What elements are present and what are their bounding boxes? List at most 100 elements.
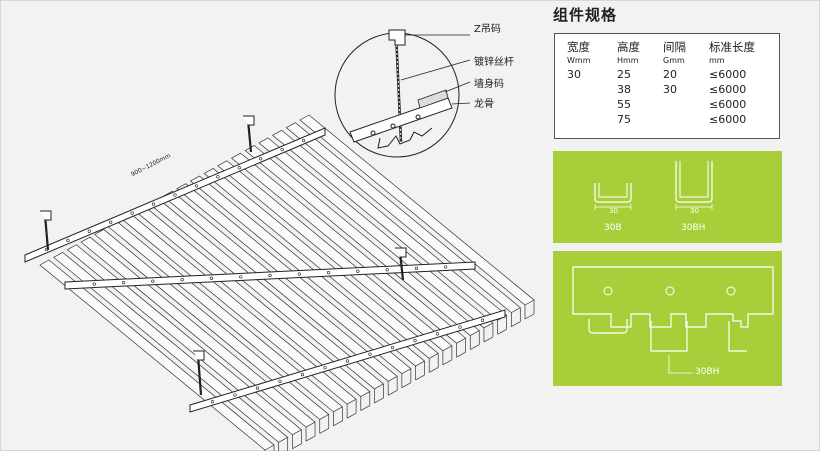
keel-hole (151, 279, 155, 283)
ceiling-installation-illustration (24, 29, 535, 451)
keel-hole (458, 325, 462, 329)
strip-end-edge (456, 351, 466, 358)
spec-header: 宽度 (567, 40, 590, 54)
keel-hole (444, 265, 448, 269)
keel-hole (194, 184, 199, 188)
profile-dim-a: 30 (609, 207, 618, 215)
callout-keel: 龙骨 (474, 99, 494, 110)
callout-wall-clip: 墙身码 (474, 79, 504, 90)
strip-end-edge (470, 344, 480, 350)
profile-dim-b: 30 (690, 207, 699, 215)
keel-drawing (572, 266, 774, 374)
spec-unit: Hmm (617, 56, 639, 65)
strip-end-edge (319, 428, 329, 434)
spec-header: 间隔 (663, 40, 686, 54)
profile-drawings (594, 161, 713, 210)
profile-label-b: 30BH (681, 223, 706, 233)
keel-rail (64, 261, 476, 290)
spec-cell: 75 (617, 113, 631, 126)
keel-hole (92, 282, 96, 286)
keel-hole (297, 272, 301, 276)
keel-hole (255, 386, 260, 390)
spec-unit: mm (709, 56, 725, 65)
keel-hole (414, 266, 419, 270)
strip-end-edge (292, 443, 302, 450)
keel-hole (278, 379, 282, 383)
spec-cell: 55 (617, 98, 631, 111)
keel-hole (390, 345, 395, 350)
callout-threaded-rod: 镀锌丝杆 (474, 57, 514, 68)
strip-end-edge (401, 382, 412, 388)
keel-hole (151, 202, 156, 206)
spec-unit: Wmm (567, 56, 591, 65)
spec-cell: 30 (663, 83, 677, 96)
keel-hole (233, 393, 237, 397)
strip-end-edge (442, 359, 453, 366)
keel-hole (237, 166, 241, 170)
keel-hole (268, 273, 272, 278)
keel-hole (173, 193, 177, 197)
spec-header: 标准长度 (709, 40, 755, 54)
keel-hole (301, 138, 306, 143)
spec-table: 宽度 Wmm 30 高度 Hmm 25 38 55 75 间隔 Gmm 20 3… (554, 33, 780, 139)
keel-hole (87, 229, 91, 233)
spec-cell: 30 (567, 68, 581, 81)
keel-hole (109, 220, 113, 224)
threaded-rod (196, 354, 203, 396)
keel-hole (368, 352, 372, 356)
strip-end-edge (497, 328, 507, 335)
keel-hole (66, 238, 70, 242)
strip-end-edge (483, 336, 494, 343)
strip-end-edge (346, 412, 357, 419)
z-hanger-clip (40, 210, 52, 221)
keel-rail (189, 309, 506, 413)
profile-label-a: 30B (604, 223, 622, 233)
strip-end-edge (415, 374, 425, 381)
spec-cell: 25 (617, 68, 631, 81)
spec-col-length: 标准长度 mm ≤6000 ≤6000 ≤6000 ≤6000 (709, 40, 755, 127)
keel-label: 30BH (695, 367, 720, 377)
keel-hole (121, 281, 126, 285)
keel-hole (210, 400, 215, 404)
spec-cell: ≤6000 (709, 68, 747, 81)
keel-hole (356, 269, 360, 273)
spec-unit: Gmm (663, 56, 685, 65)
keel-hole (216, 175, 220, 179)
keel-rail (24, 127, 326, 263)
spec-cell: ≤6000 (709, 98, 747, 111)
keel-hole (259, 157, 263, 161)
spec-col-width: 宽度 Wmm 30 (567, 40, 591, 82)
detail-magnifier (334, 29, 471, 158)
keel-hole (280, 148, 284, 152)
spec-cell: 38 (617, 83, 631, 96)
spec-cell: ≤6000 (709, 113, 747, 126)
hanger-rods (40, 115, 407, 396)
strip-end-edge (305, 435, 316, 442)
keel-hole (130, 211, 134, 215)
strip-end-edge (511, 321, 521, 327)
keel-hole (345, 359, 350, 363)
keel-hole (323, 366, 327, 370)
spec-cell: ≤6000 (709, 83, 747, 96)
keel-panel: 30BH (553, 251, 782, 386)
spec-cell: 20 (663, 68, 677, 81)
z-hanger-clip (193, 350, 205, 361)
keel-hole (300, 372, 305, 377)
keel-hole (385, 268, 389, 272)
keel-hole (413, 339, 417, 343)
spec-title: 组件规格 (553, 6, 618, 24)
strip-end-edge (524, 313, 535, 320)
spec-col-height: 高度 Hmm 25 38 55 75 (617, 40, 640, 127)
spec-col-gap: 间隔 Gmm 20 30 (663, 40, 686, 97)
profile-panel: 30 30 30B 30BH (553, 151, 782, 243)
keel-hole (239, 275, 243, 279)
keel-hole (480, 318, 485, 322)
strip-end-edge (360, 405, 370, 411)
strip-end-edge (374, 397, 384, 404)
callout-z-hanger: Z吊码 (474, 24, 501, 35)
strip-end-edge (333, 420, 343, 427)
keel-hole (209, 276, 214, 280)
z-hanger-clip (395, 247, 407, 258)
threaded-rod (43, 214, 50, 251)
spec-header: 高度 (617, 40, 640, 54)
